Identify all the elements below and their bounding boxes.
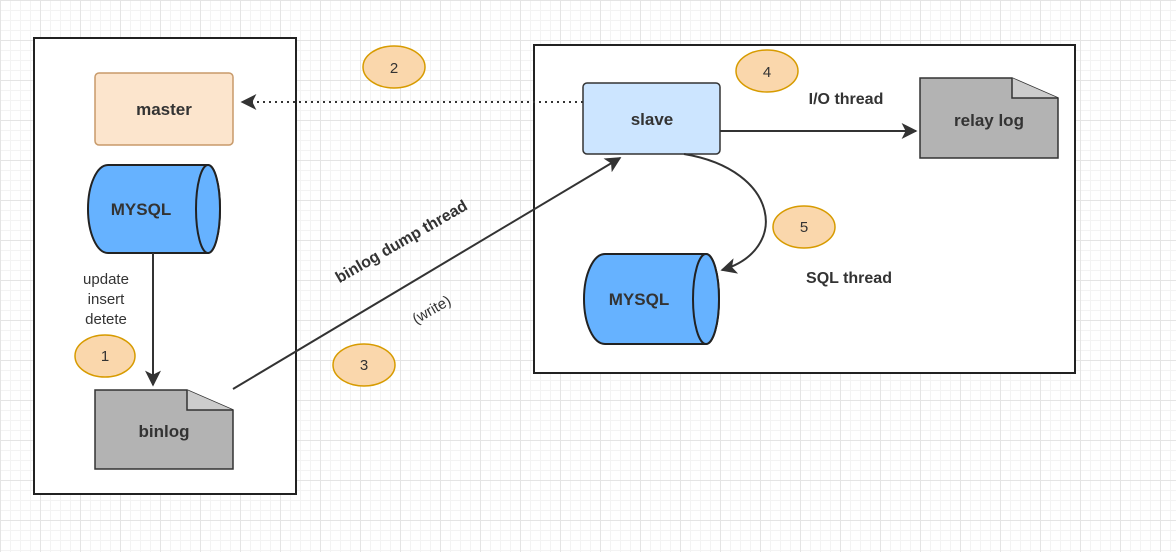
step-4-badge: 4	[735, 49, 799, 93]
binlog-dump-thread-label: binlog dump thread	[333, 197, 471, 286]
step-5-badge: 5	[772, 205, 836, 249]
sql-thread-arrow	[683, 153, 767, 274]
binlog-dump-arrow	[232, 157, 622, 390]
operation-insert: insert	[88, 291, 126, 308]
slave-mysql-db[interactable]: MYSQL	[583, 253, 720, 345]
step-3-badge: 3	[332, 343, 396, 387]
master-label: master	[136, 100, 192, 119]
binlog-file[interactable]: binlog	[94, 389, 234, 470]
svg-text:1: 1	[101, 348, 109, 365]
slave-mysql-label: MYSQL	[609, 290, 669, 309]
operation-update: update	[83, 271, 129, 288]
master-mysql-label: MYSQL	[111, 200, 171, 219]
relay-log-file[interactable]: relay log	[919, 77, 1059, 159]
svg-text:5: 5	[800, 219, 808, 236]
sql-thread-label: SQL thread	[806, 270, 892, 287]
master-node[interactable]: master	[94, 72, 234, 146]
binlog-label: binlog	[139, 422, 190, 441]
operation-detete: detete	[85, 311, 127, 328]
svg-text:2: 2	[390, 60, 398, 77]
svg-text:4: 4	[763, 64, 771, 81]
slave-node[interactable]: slave	[582, 82, 721, 155]
svg-text:3: 3	[360, 357, 368, 374]
io-thread-label: I/O thread	[809, 91, 884, 108]
slave-label: slave	[631, 110, 674, 129]
write-label: (write)	[409, 292, 454, 328]
step-2-badge: 2	[362, 45, 426, 89]
step-1-badge: 1	[74, 334, 136, 378]
relay-log-label: relay log	[954, 111, 1024, 130]
master-mysql-db[interactable]: MYSQL	[87, 164, 221, 254]
